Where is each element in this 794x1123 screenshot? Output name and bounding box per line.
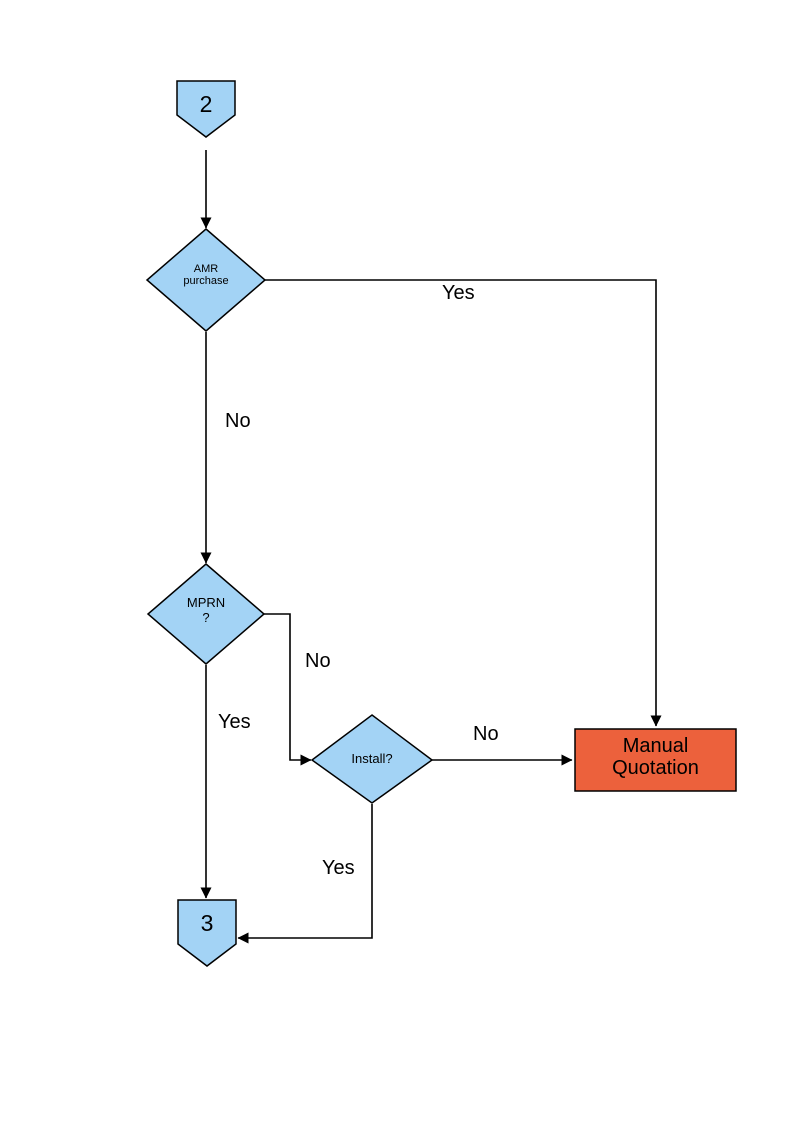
decision-install-node[interactable] bbox=[310, 714, 434, 804]
process-manual-quotation-node[interactable] bbox=[574, 728, 737, 792]
edge-label-install-no: No bbox=[473, 723, 499, 745]
edge-label-amr-no: No bbox=[225, 410, 251, 432]
edge-label-mprn-no: No bbox=[305, 650, 331, 672]
edge-label-amr-yes: Yes bbox=[442, 282, 475, 304]
decision-amr-node[interactable] bbox=[145, 228, 267, 332]
connector-3-node[interactable] bbox=[177, 899, 237, 967]
edge-label-install-yes: Yes bbox=[322, 857, 355, 879]
edge-mprn-no bbox=[264, 613, 312, 766]
connector-2-node[interactable] bbox=[176, 80, 236, 138]
edge-label-mprn-yes: Yes bbox=[218, 711, 251, 733]
edge-amr-yes bbox=[265, 279, 662, 727]
edge-install-yes bbox=[237, 804, 373, 944]
decision-mprn-node[interactable] bbox=[146, 563, 266, 665]
